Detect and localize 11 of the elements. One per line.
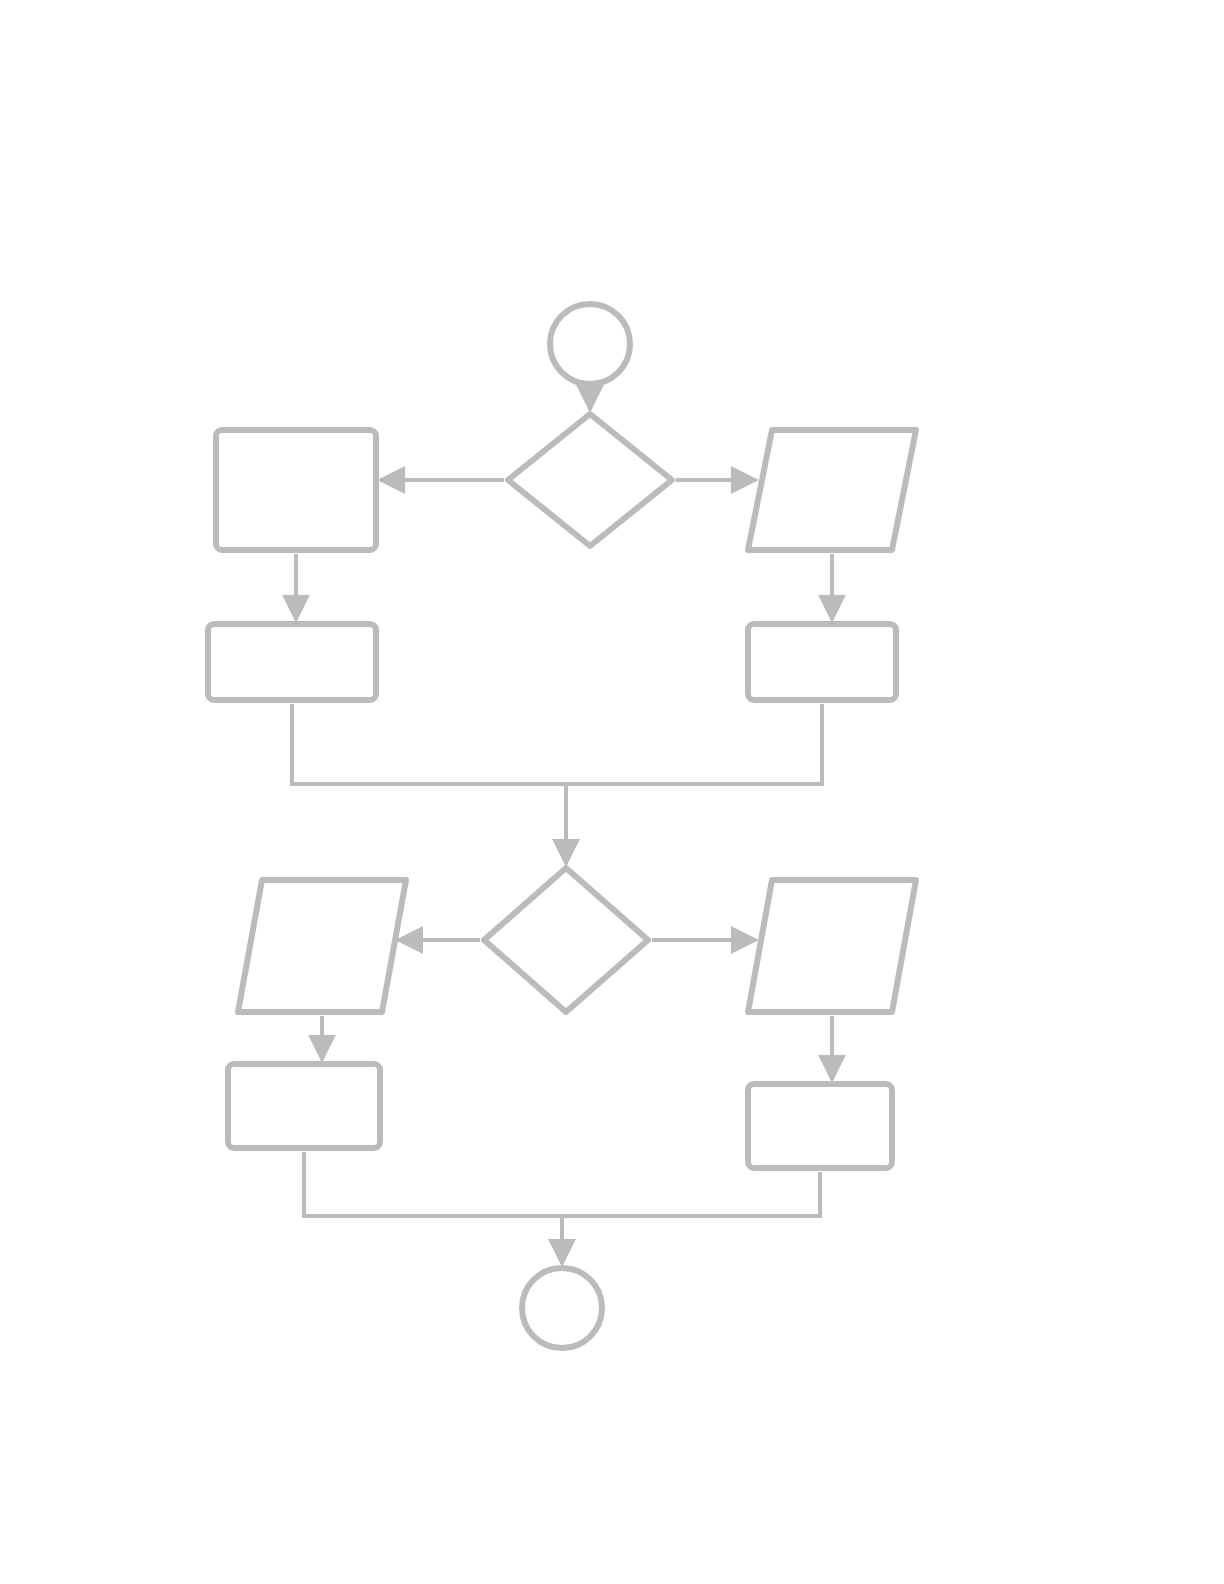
arrow [548, 1172, 822, 1267]
arrow [282, 554, 310, 623]
arrow [818, 554, 846, 623]
arrow [652, 926, 759, 954]
arrow [576, 384, 604, 413]
arrow [552, 704, 824, 867]
arrow [308, 1016, 336, 1063]
arrow [395, 926, 480, 954]
arrow [676, 466, 759, 494]
arrow [377, 466, 504, 494]
arrow [818, 1016, 846, 1083]
